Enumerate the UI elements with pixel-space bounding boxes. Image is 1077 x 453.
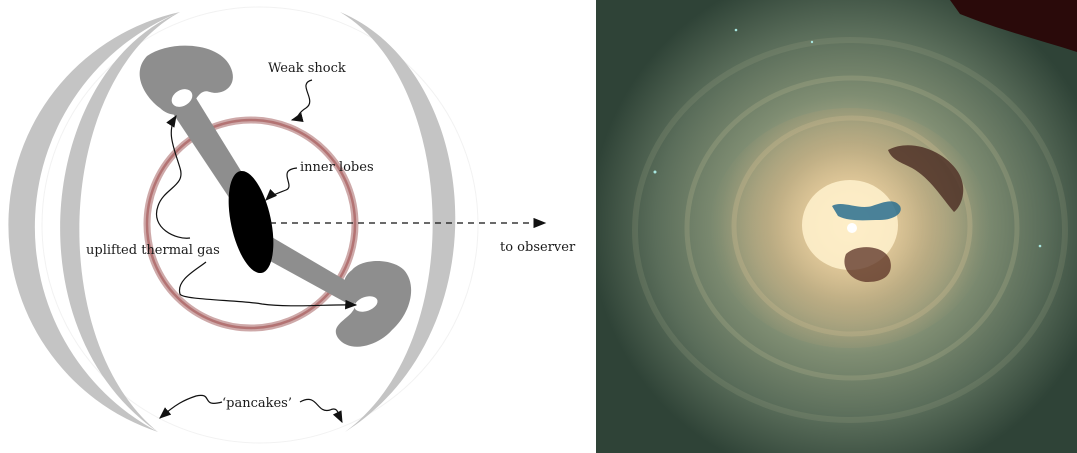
label-to-observer: to observer [500,240,576,255]
inner-lobes-pointer [265,167,298,201]
pancakes-pointer-right [299,398,343,424]
bubble-upper [139,45,233,115]
cluster-outline [41,6,479,444]
xray-corner-dark [950,0,1077,52]
label-pancakes: ‘pancakes’ [222,396,292,411]
uplifted-gas-pointer-up [155,114,191,239]
weak-shock-pointer [290,79,313,123]
xray-nucleus [847,223,857,233]
jet-lower [250,236,362,306]
xray-blue-feature [832,201,901,221]
xray-point-source-3 [1038,244,1042,248]
xray-cavity-lower [844,247,891,282]
bubble-upper-cavity [171,89,193,107]
schematic-panel: Weak shock inner lobes uplifted thermal … [8,6,576,444]
weak-shock-ring-core [145,118,357,330]
xray-ripple-1 [632,37,1068,423]
pancake-left-fill [60,12,180,432]
bubble-lower-cavity [354,296,378,312]
xray-point-source-4 [810,40,814,44]
label-weak-shock: Weak shock [268,61,346,76]
xray-point-source-2 [734,28,738,32]
uplifted-gas-pointer-down [178,261,358,310]
inner-lobes [228,170,274,274]
xray-cavity-upper [888,145,964,212]
pancake-right-fill [340,12,456,432]
pancakes-pointer-left [159,394,223,419]
xray-ripple-2 [684,75,1020,381]
label-inner-lobes: inner lobes [300,160,374,175]
xray-point-source-1 [653,170,657,174]
xray-image-panel [596,0,1077,453]
pancake-left [8,12,180,432]
label-uplifted-thermal-gas: uplifted thermal gas [86,243,220,258]
